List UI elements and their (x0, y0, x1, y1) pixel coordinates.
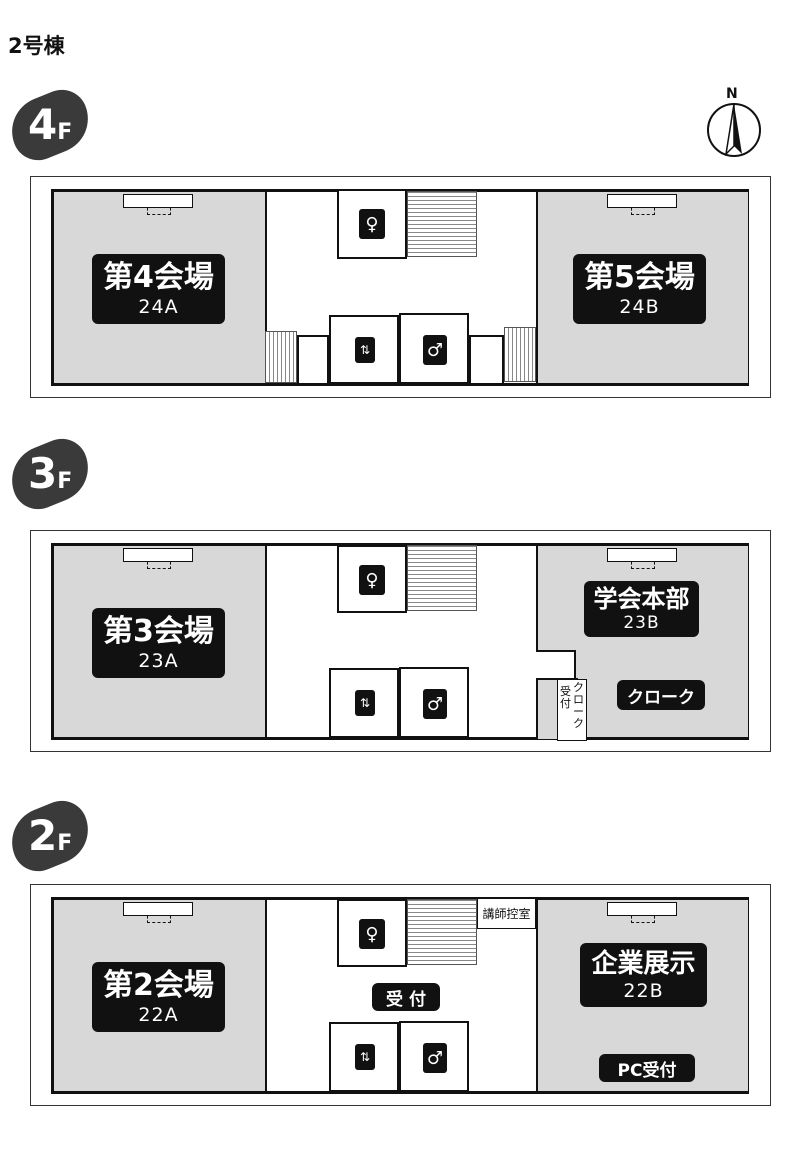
projector-screen (123, 902, 193, 916)
projector-screen (607, 548, 677, 562)
lecturer-room: 講師控室 (477, 899, 536, 929)
restroom-female: ♀ (337, 189, 407, 259)
restroom-male: ♂ (399, 313, 469, 384)
north-arrow-icon (707, 103, 761, 157)
elevator-hall: ⇅ (329, 668, 399, 738)
elevator-hall: ⇅ (329, 1022, 399, 1092)
female-restroom-icon: ♀ (359, 565, 385, 595)
male-restroom-icon: ♂ (423, 335, 447, 365)
elevator-icon: ⇅ (355, 1044, 375, 1070)
elevator-icon: ⇅ (355, 690, 375, 716)
elevator-icon: ⇅ (355, 337, 375, 363)
restroom-female: ♀ (337, 545, 407, 613)
cloak-label: クローク (617, 680, 705, 710)
cloak-desk: 受付 クローク (557, 679, 587, 741)
female-restroom-icon: ♀ (359, 919, 385, 949)
projector-screen (123, 548, 193, 562)
stairs (265, 331, 297, 383)
female-restroom-icon: ♀ (359, 209, 385, 239)
compass: N (704, 86, 764, 162)
building-title: 2号棟 (8, 34, 65, 58)
male-restroom-icon: ♂ (423, 1043, 447, 1073)
reception-label: 受 付 (372, 983, 440, 1011)
compass-north-label: N (726, 86, 738, 102)
male-restroom-icon: ♂ (423, 689, 447, 719)
restroom-male: ♂ (399, 1021, 469, 1092)
projector-screen (607, 194, 677, 208)
stairs (504, 327, 536, 382)
stairs (407, 191, 477, 257)
projector-screen (123, 194, 193, 208)
projector-screen (607, 902, 677, 916)
restroom-female: ♀ (337, 899, 407, 967)
elevator-hall: ⇅ (329, 315, 399, 384)
restroom-male: ♂ (399, 667, 469, 738)
pc-reception-label: PC受付 (599, 1054, 695, 1082)
stairs (407, 545, 477, 611)
stairs (407, 899, 477, 965)
